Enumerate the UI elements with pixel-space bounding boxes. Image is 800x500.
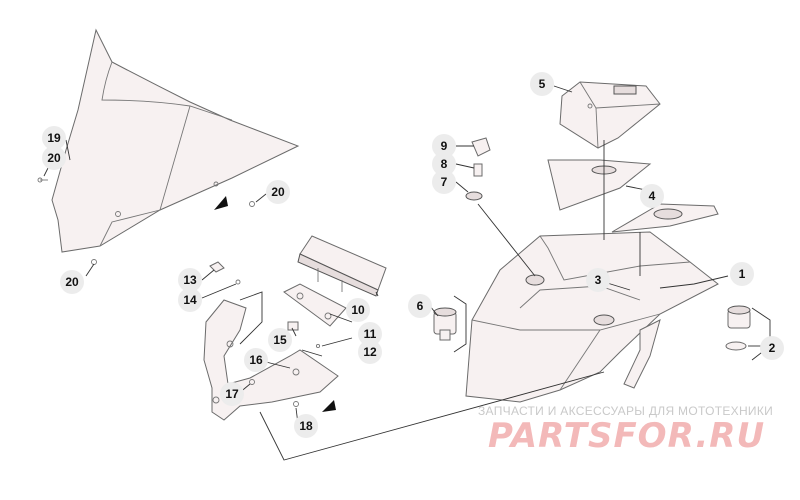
ignition-switch-part bbox=[465, 137, 491, 201]
callout-bubble-12 bbox=[358, 340, 382, 364]
arrow-marker-icon bbox=[214, 196, 228, 210]
callout-label-9: 9 bbox=[441, 139, 448, 153]
callout-bubble-20a bbox=[42, 146, 66, 170]
callout-bubble-20b bbox=[266, 180, 290, 204]
callout-bubble-16 bbox=[244, 348, 268, 372]
callout-bubble-19 bbox=[42, 126, 66, 150]
callout-label-3: 3 bbox=[595, 273, 602, 287]
callout-bubble-10 bbox=[346, 298, 370, 322]
callout-label-11: 11 bbox=[364, 327, 377, 341]
callout-bubble-13 bbox=[178, 268, 202, 292]
callout-bubble-17 bbox=[220, 382, 244, 406]
callout-bubble-8 bbox=[432, 152, 456, 176]
callout-bubble-20c bbox=[60, 270, 84, 294]
callout-label-16: 16 bbox=[249, 353, 263, 367]
callout-label-15: 15 bbox=[273, 333, 287, 347]
callout-bubble-7 bbox=[432, 170, 456, 194]
callout-label-1: 1 bbox=[739, 267, 746, 281]
side-panel-part bbox=[547, 159, 719, 233]
screw-part-20 bbox=[37, 177, 255, 207]
callout-label-6: 6 bbox=[417, 299, 424, 313]
callout-bubble-3 bbox=[586, 268, 610, 292]
watermark-tagline: ЗАПЧАСТИ И АКСЕССУАРЫ ДЛЯ МОТОТЕХНИКИ bbox=[478, 404, 774, 418]
callout-label-7: 7 bbox=[441, 175, 448, 189]
callout-bubble-1 bbox=[730, 262, 754, 286]
windshield-part bbox=[51, 28, 300, 265]
callout-label-20b: 20 bbox=[271, 185, 285, 199]
callout-bubble-18 bbox=[294, 414, 318, 438]
watermark-logo: PARTSFOR.RU bbox=[488, 416, 766, 456]
gauge-bracket-part bbox=[283, 283, 347, 327]
handlebar-switch-part bbox=[433, 307, 457, 341]
nose-fairing-part bbox=[465, 231, 719, 403]
callout-label-12: 12 bbox=[363, 345, 377, 359]
callout-bubble-14 bbox=[178, 288, 202, 312]
arrow-marker-icon bbox=[322, 400, 336, 412]
callout-bubble-11 bbox=[358, 322, 382, 346]
callout-bubble-5 bbox=[530, 72, 554, 96]
callout-label-19: 19 bbox=[47, 131, 61, 145]
callout-label-17: 17 bbox=[225, 387, 239, 401]
callout-label-10: 10 bbox=[351, 303, 365, 317]
callout-label-20a: 20 bbox=[47, 151, 61, 165]
callout-bubble-2 bbox=[760, 336, 784, 360]
callout-label-20c: 20 bbox=[65, 275, 79, 289]
callout-bubble-15 bbox=[268, 328, 292, 352]
gauge-cluster-part bbox=[297, 235, 387, 297]
callout-label-5: 5 bbox=[539, 77, 546, 91]
callout-label-13: 13 bbox=[183, 273, 197, 287]
callout-label-8: 8 bbox=[441, 157, 448, 171]
callout-label-4: 4 bbox=[649, 189, 656, 203]
callout-label-14: 14 bbox=[183, 293, 197, 307]
callout-bubble-4 bbox=[640, 184, 664, 208]
callouts: 19 20 20 20 13 14 15 10 11 12 16 17 18 9… bbox=[42, 72, 784, 438]
callout-label-18: 18 bbox=[299, 419, 313, 433]
callout-bubble-6 bbox=[408, 294, 432, 318]
power-socket-part bbox=[725, 305, 751, 351]
upper-cover-part bbox=[559, 81, 661, 149]
callout-label-2: 2 bbox=[769, 341, 776, 355]
callout-bubble-9 bbox=[432, 134, 456, 158]
